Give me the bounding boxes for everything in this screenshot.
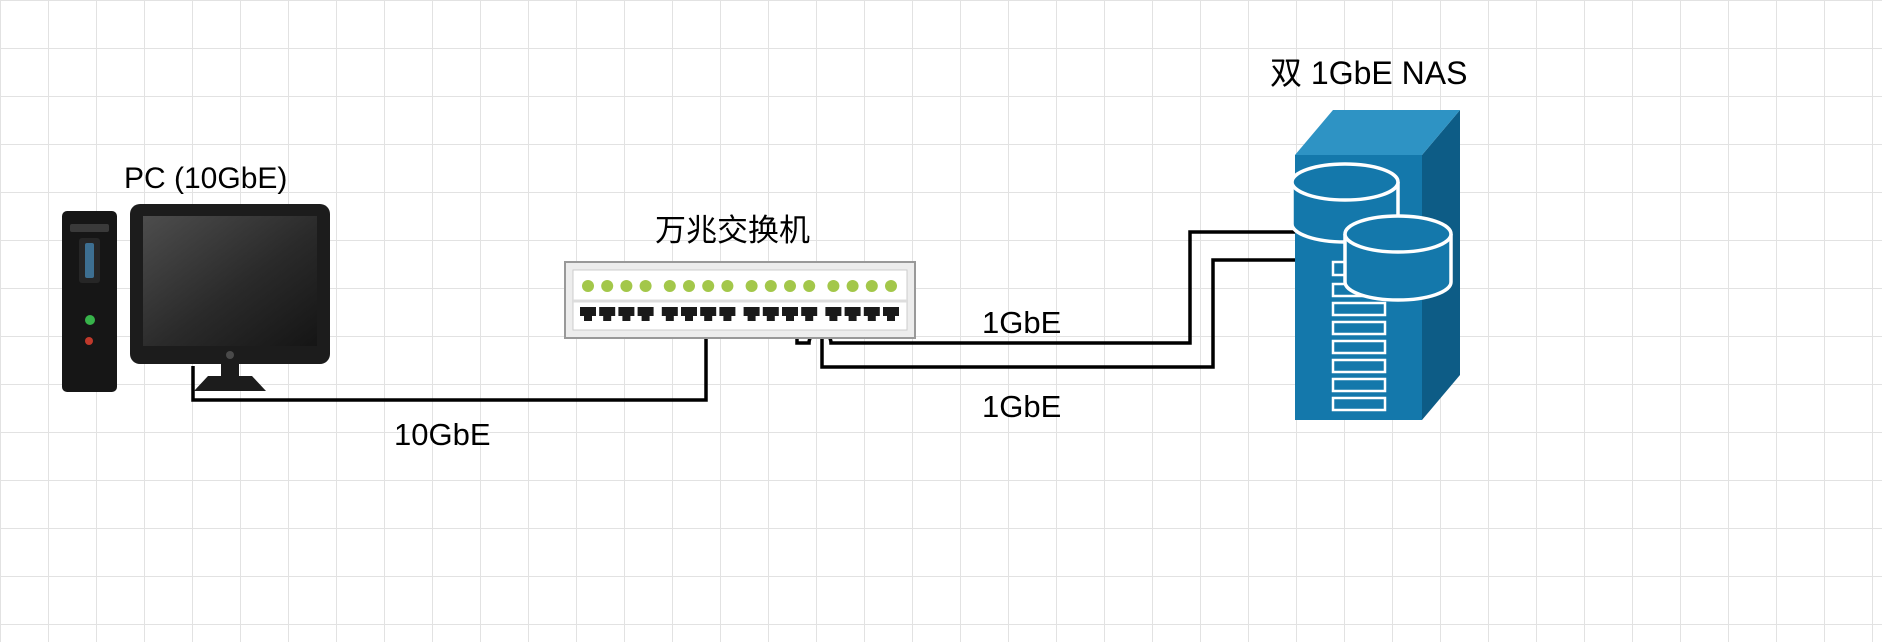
pc-screen xyxy=(143,216,317,346)
pc-hdd-led xyxy=(85,337,93,345)
nas-server-icon xyxy=(1290,110,1460,420)
switch-led xyxy=(582,280,594,292)
network-switch-icon xyxy=(564,261,916,339)
switch-led xyxy=(663,280,676,292)
switch-port xyxy=(681,307,697,321)
nas-label: 双 1GbE NAS xyxy=(1270,55,1468,91)
switch-port xyxy=(825,307,842,321)
switch-led xyxy=(885,280,897,292)
link-label-1gbe-2: 1GbE xyxy=(982,389,1062,424)
monitor-power-button xyxy=(226,351,234,359)
pc-monitor-icon xyxy=(130,204,330,391)
desktop-computer-icon xyxy=(62,204,330,392)
switch-port xyxy=(844,307,861,321)
switch-port xyxy=(762,307,779,321)
link-label-1gbe-1: 1GbE xyxy=(982,305,1062,340)
monitor-neck xyxy=(221,363,239,379)
link-switch-nas-2 xyxy=(820,258,1297,369)
switch-led xyxy=(745,280,758,292)
switch-led xyxy=(683,280,695,292)
switch-port xyxy=(661,307,678,321)
switch-led xyxy=(721,280,734,292)
switch-led xyxy=(620,280,633,292)
switch-led xyxy=(639,280,652,292)
link-pc-switch xyxy=(191,339,708,402)
switch-led xyxy=(827,280,840,292)
switch-led-row xyxy=(582,280,897,292)
switch-port xyxy=(599,307,616,321)
switch-led xyxy=(601,280,614,292)
pc-panel-strip xyxy=(85,243,94,278)
switch-port xyxy=(618,307,635,321)
nas-disk-icon-2 xyxy=(1343,214,1453,302)
switch-led xyxy=(846,280,859,292)
switch-label: 万兆交换机 xyxy=(655,213,810,248)
switch-port-row xyxy=(580,307,899,321)
monitor-base xyxy=(194,376,266,391)
switch-port xyxy=(637,307,654,321)
pc-label: PC (10GbE) xyxy=(124,162,288,195)
switch-port xyxy=(863,307,880,321)
switch-led xyxy=(784,280,796,292)
nas-vents xyxy=(1331,260,1387,412)
pc-tower-icon xyxy=(62,211,117,392)
switch-port xyxy=(743,307,760,321)
pc-power-led xyxy=(85,315,95,325)
switch-port xyxy=(801,307,818,321)
switch-port xyxy=(883,307,899,321)
switch-port xyxy=(580,307,596,321)
switch-port xyxy=(719,307,736,321)
switch-port xyxy=(782,307,798,321)
switch-port xyxy=(700,307,717,321)
link-label-10gbe: 10GbE xyxy=(394,417,491,452)
switch-led xyxy=(865,280,878,292)
nas-top-face xyxy=(1295,110,1460,155)
switch-led xyxy=(702,280,715,292)
switch-led xyxy=(764,280,777,292)
switch-led xyxy=(803,280,816,292)
pc-drive-slot xyxy=(70,224,109,232)
